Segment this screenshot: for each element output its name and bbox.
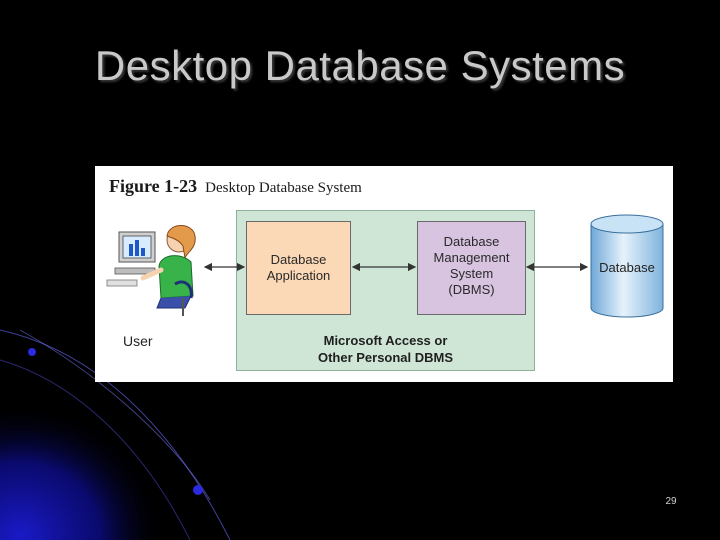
user-at-computer-icon [106,225,196,316]
page-number: 29 [665,496,677,507]
swoosh-line-2 [0,359,191,540]
dbms-label-line-4: (DBMS) [448,282,495,297]
dbms-label-line-2: Management [433,250,510,265]
personal-dbms-label: Microsoft Access or Other Personal DBMS [236,332,535,366]
database-cylinder-icon [590,214,664,318]
blue-swoosh [0,300,260,540]
figure-panel: Figure 1-23 Desktop Database System Datab… [95,166,673,382]
dbms-label-line-3: System [449,266,494,281]
slide-title: Desktop Database Systems [94,42,626,89]
swoosh-dot-2 [193,485,203,495]
figure-name: Desktop Database System [205,180,362,196]
swoosh-dot-1 [28,348,36,356]
dbms-label-line-1: Database [443,234,500,249]
figure-number: Figure 1-23 [109,176,198,196]
pc-label-line-2: Other Personal DBMS [317,350,454,365]
pc-label-line-1: Microsoft Access or [323,333,448,348]
dbms-box: Database Management System (DBMS) [417,221,526,315]
swoosh-line-1 [0,329,231,540]
swoosh-line-3 [19,329,211,501]
app-label-line-1: Database [270,252,327,267]
dbms-label: Database Management System (DBMS) [418,234,525,298]
user-label: User [123,333,153,349]
database-application-label: Database Application [247,252,350,284]
app-label-line-2: Application [266,268,331,283]
diagram-graphics [106,214,664,318]
database-application-box: Database Application [246,221,351,315]
figure-caption: Figure 1-23 Desktop Database System [109,176,362,197]
database-label: Database [599,260,655,275]
